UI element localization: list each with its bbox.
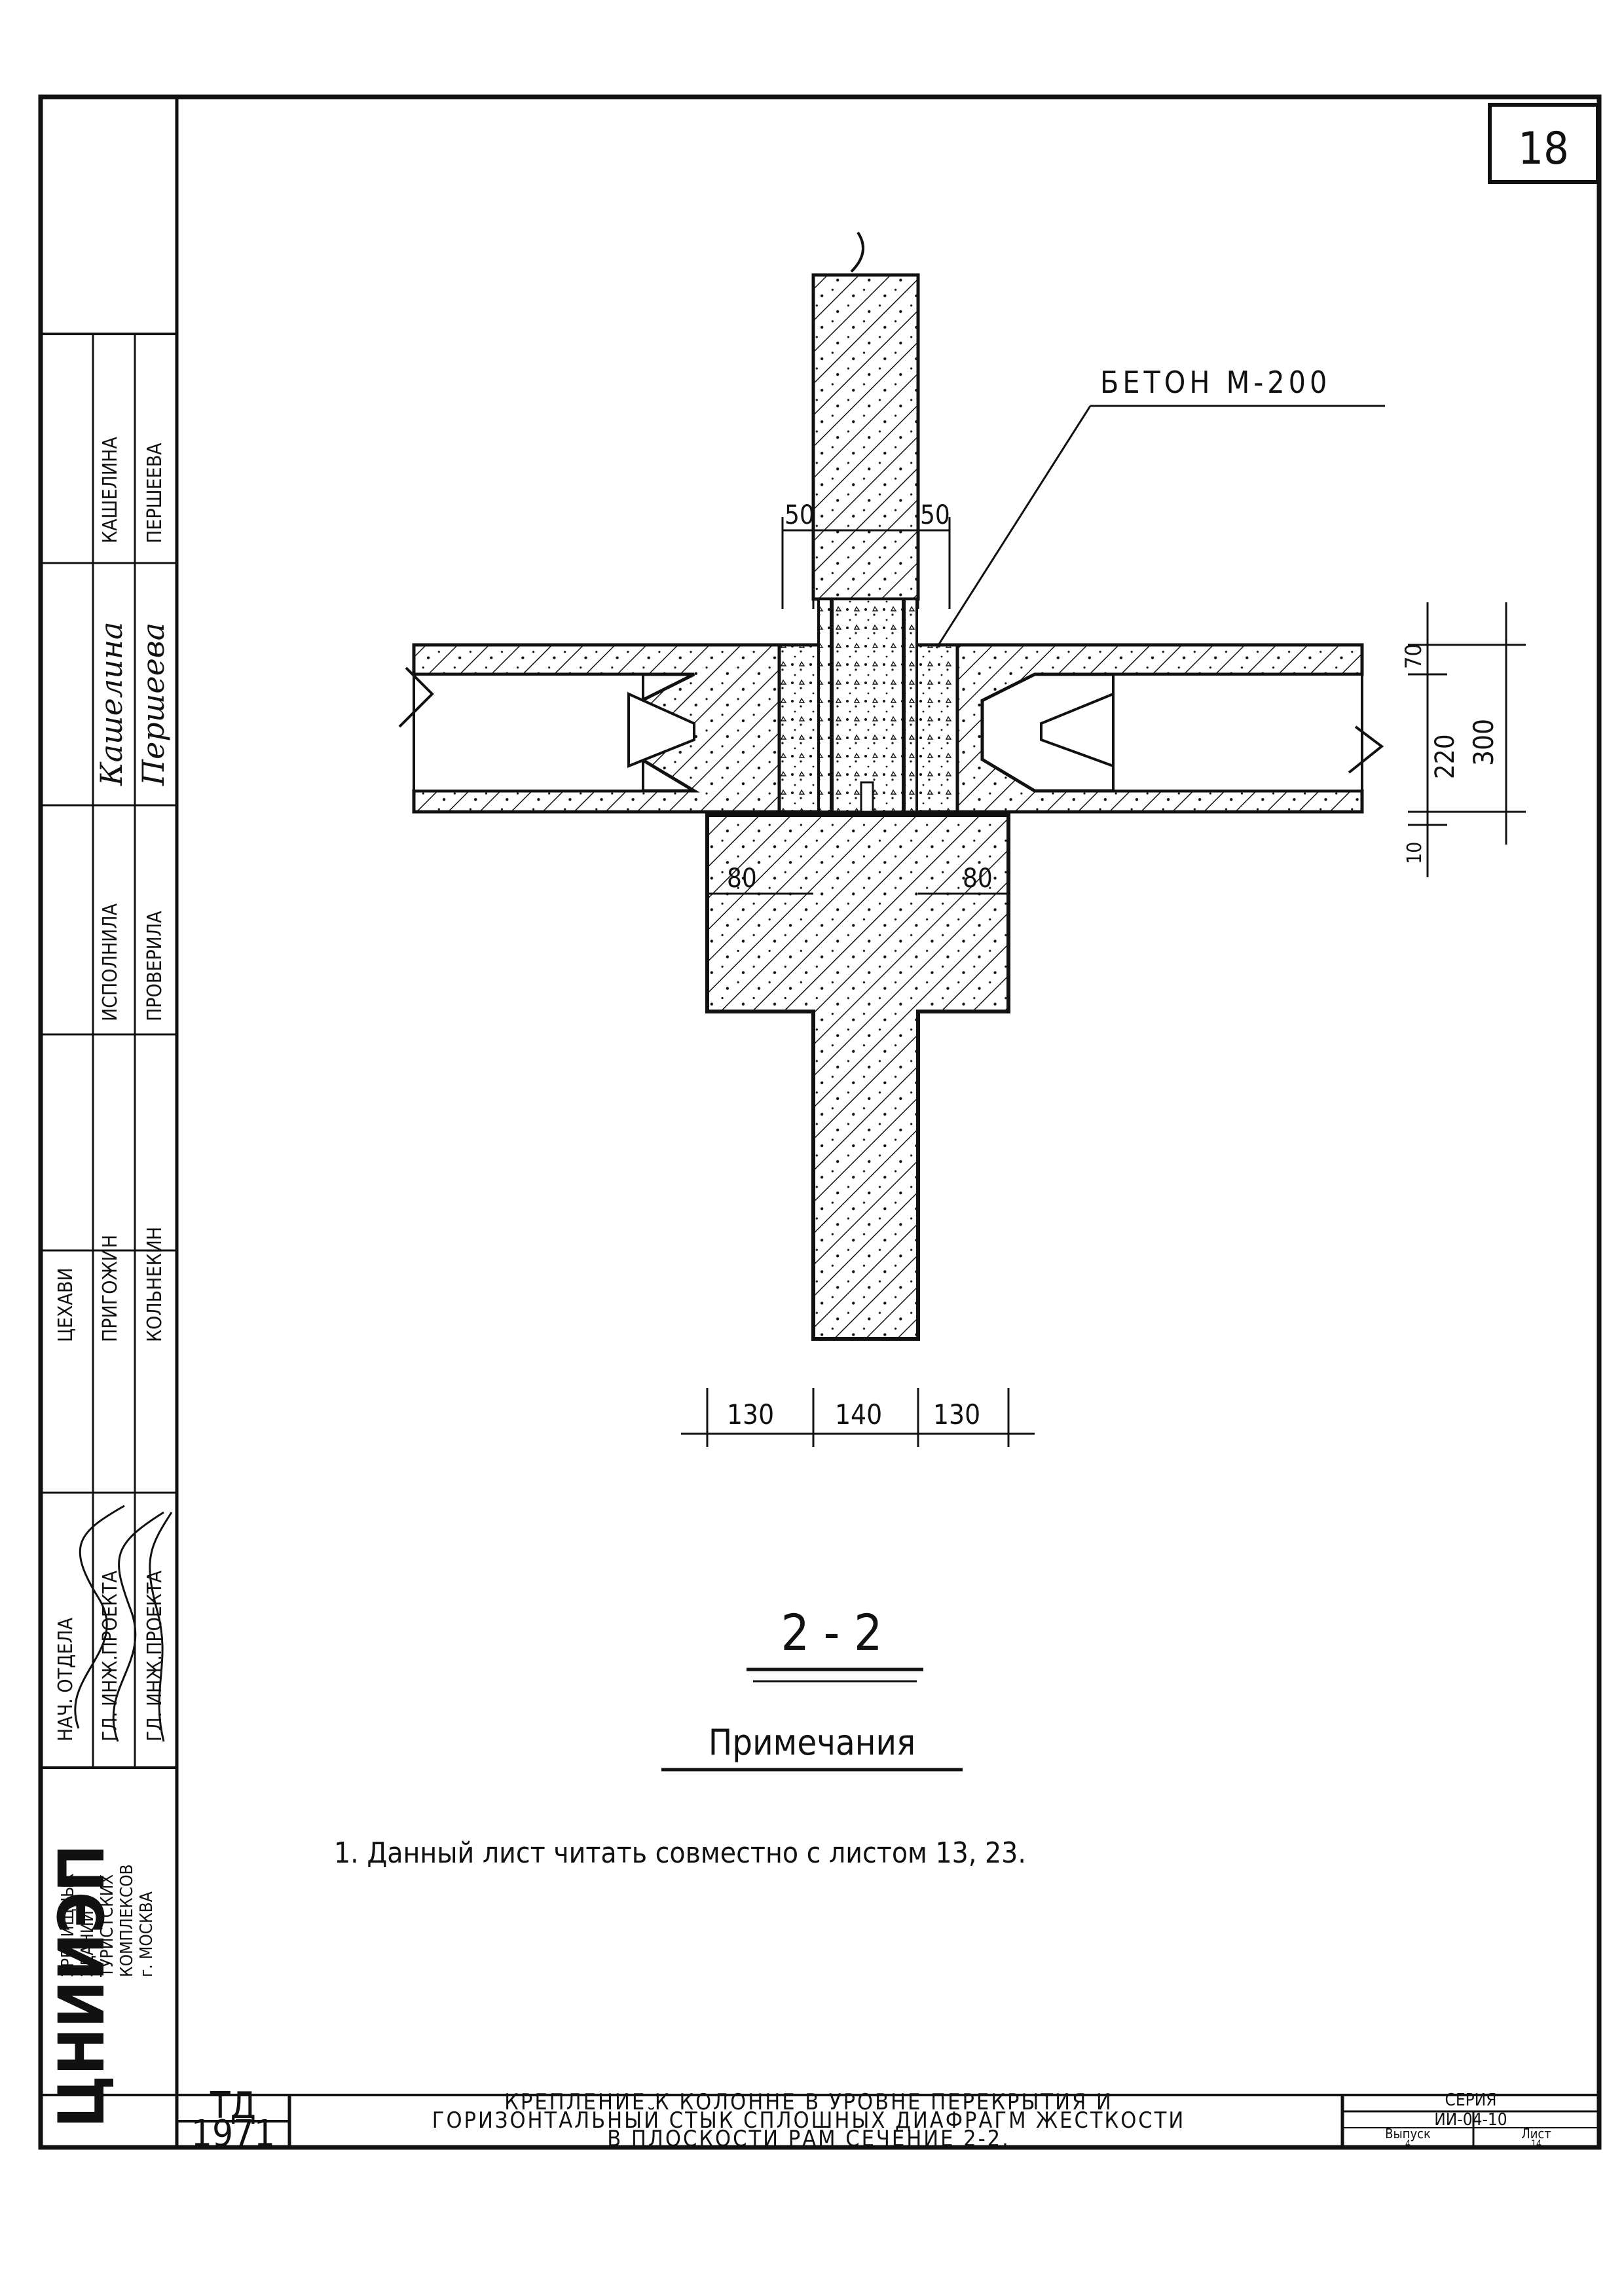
tb-title-line3: В ПЛОСКОСТИ РАМ СЕЧЕНИЕ 2-2.	[607, 2126, 1010, 2152]
break-mark-top	[850, 231, 864, 273]
dim-slab-inner: 220	[1430, 734, 1460, 779]
tb-title-line2: ГОРИЗОНТАЛЬНЫЙ СТЫК СПЛОШНЫХ ДИАФРАГМ ЖЕ…	[432, 2107, 1185, 2134]
role-7: ИСПОЛНИЛА	[99, 903, 122, 1021]
tb-series-value: ИИ-04-10	[1434, 2110, 1507, 2130]
concrete-callout: БЕТОН М-200	[1100, 365, 1331, 400]
org-line-4: КОМПЛЕКСОВ	[117, 1864, 137, 1977]
dim-slab-total: 300	[1467, 719, 1500, 766]
tb-issue-label: Выпуск	[1385, 2126, 1431, 2141]
tb-series-label: СЕРИЯ	[1445, 2090, 1497, 2110]
signature-scribble-1	[74, 1504, 125, 1729]
signature-1: Кашелина	[94, 622, 129, 786]
break-mark-left	[398, 666, 434, 728]
role-9: КАШЕЛИНА	[99, 437, 122, 543]
dim-slab-height	[1408, 602, 1526, 877]
dim-ledge-left: 80	[727, 864, 757, 894]
tb-code: ТД	[210, 2085, 256, 2127]
dim-gap-right: 50	[920, 500, 950, 530]
sheet-frame	[38, 94, 1602, 2150]
dim-ledge-right: 80	[963, 864, 993, 894]
break-mark-right	[1348, 725, 1384, 774]
left-slab-void	[413, 673, 644, 792]
dim-top-layer: 70	[1401, 644, 1427, 669]
page-number-box: 18	[1488, 103, 1600, 184]
dim-bottom	[681, 1388, 1035, 1447]
section-caption: 2 - 2 Примечания 1. Данный лист читать с…	[334, 1603, 1026, 1870]
signature-2: Першеева	[136, 623, 171, 786]
org-line-2: ЗДАНИЙ,	[77, 1906, 98, 1977]
org-logo: ЦНИИЭП	[45, 1844, 119, 2128]
lower-column-ledge	[705, 813, 1010, 1341]
upper-column	[811, 273, 920, 601]
section-drawing: БЕТОН М-200 50 50 80 80 70 220 10	[398, 231, 1526, 1447]
notes-heading: Примечания	[709, 1722, 916, 1763]
role-4: ЦЕХАВИ	[54, 1267, 77, 1342]
role-8: ПРОВЕРИЛА	[143, 911, 166, 1021]
tb-issue-value: 4	[1405, 2139, 1411, 2149]
joint-insert	[817, 598, 918, 813]
callout-leader	[935, 405, 1092, 649]
role-10: ПЕРШЕЕВА	[143, 443, 166, 543]
sidebar-stamp: ЦНИИЭП ЗРЕЛИЩНЫХ ЗДАНИЙ, ТУРИСТСКИХ КОМП…	[41, 333, 177, 2128]
right-slab-void	[1112, 673, 1363, 792]
note-1: 1. Данный лист читать совместно с листом…	[334, 1836, 1026, 1870]
tb-title-line1: КРЕПЛЕНИЕ К КОЛОННЕ В УРОВНЕ ПЕРЕКРЫТИЯ …	[504, 2089, 1113, 2115]
tb-sheet-label: Лист	[1521, 2126, 1551, 2141]
dim-top-gaps	[781, 517, 951, 609]
page-number: 18	[1518, 123, 1569, 175]
role-1: НАЧ. ОТДЕЛА	[54, 1617, 77, 1741]
section-title: 2 - 2	[781, 1603, 882, 1662]
org-line-1: ЗРЕЛИЩНЫХ	[58, 1873, 78, 1977]
signature-scribble-3	[149, 1512, 173, 1742]
tb-sheet-value: 14	[1531, 2139, 1541, 2149]
dim-bottom-layer: 10	[1403, 842, 1426, 864]
dim-bottom-left: 130	[727, 1398, 774, 1430]
right-slab	[955, 643, 1364, 814]
role-2: ГЛ. ИНЖ.ПРОЕКТА	[99, 1570, 122, 1741]
signature-scribble-2	[112, 1511, 164, 1742]
title-block	[177, 2095, 1599, 2147]
org-line-3: ТУРИСТСКИХ	[98, 1874, 117, 1978]
dim-bottom-right: 130	[933, 1398, 980, 1430]
dim-gap-left: 50	[784, 500, 815, 530]
tb-year: 1971	[191, 2113, 275, 2155]
dim-bottom-mid: 140	[835, 1398, 882, 1430]
role-5: ПРИГОЖИН	[99, 1235, 122, 1342]
org-line-5: г. МОСКВА	[137, 1891, 157, 1977]
role-6: КОЛЬНЕКИН	[143, 1227, 166, 1342]
